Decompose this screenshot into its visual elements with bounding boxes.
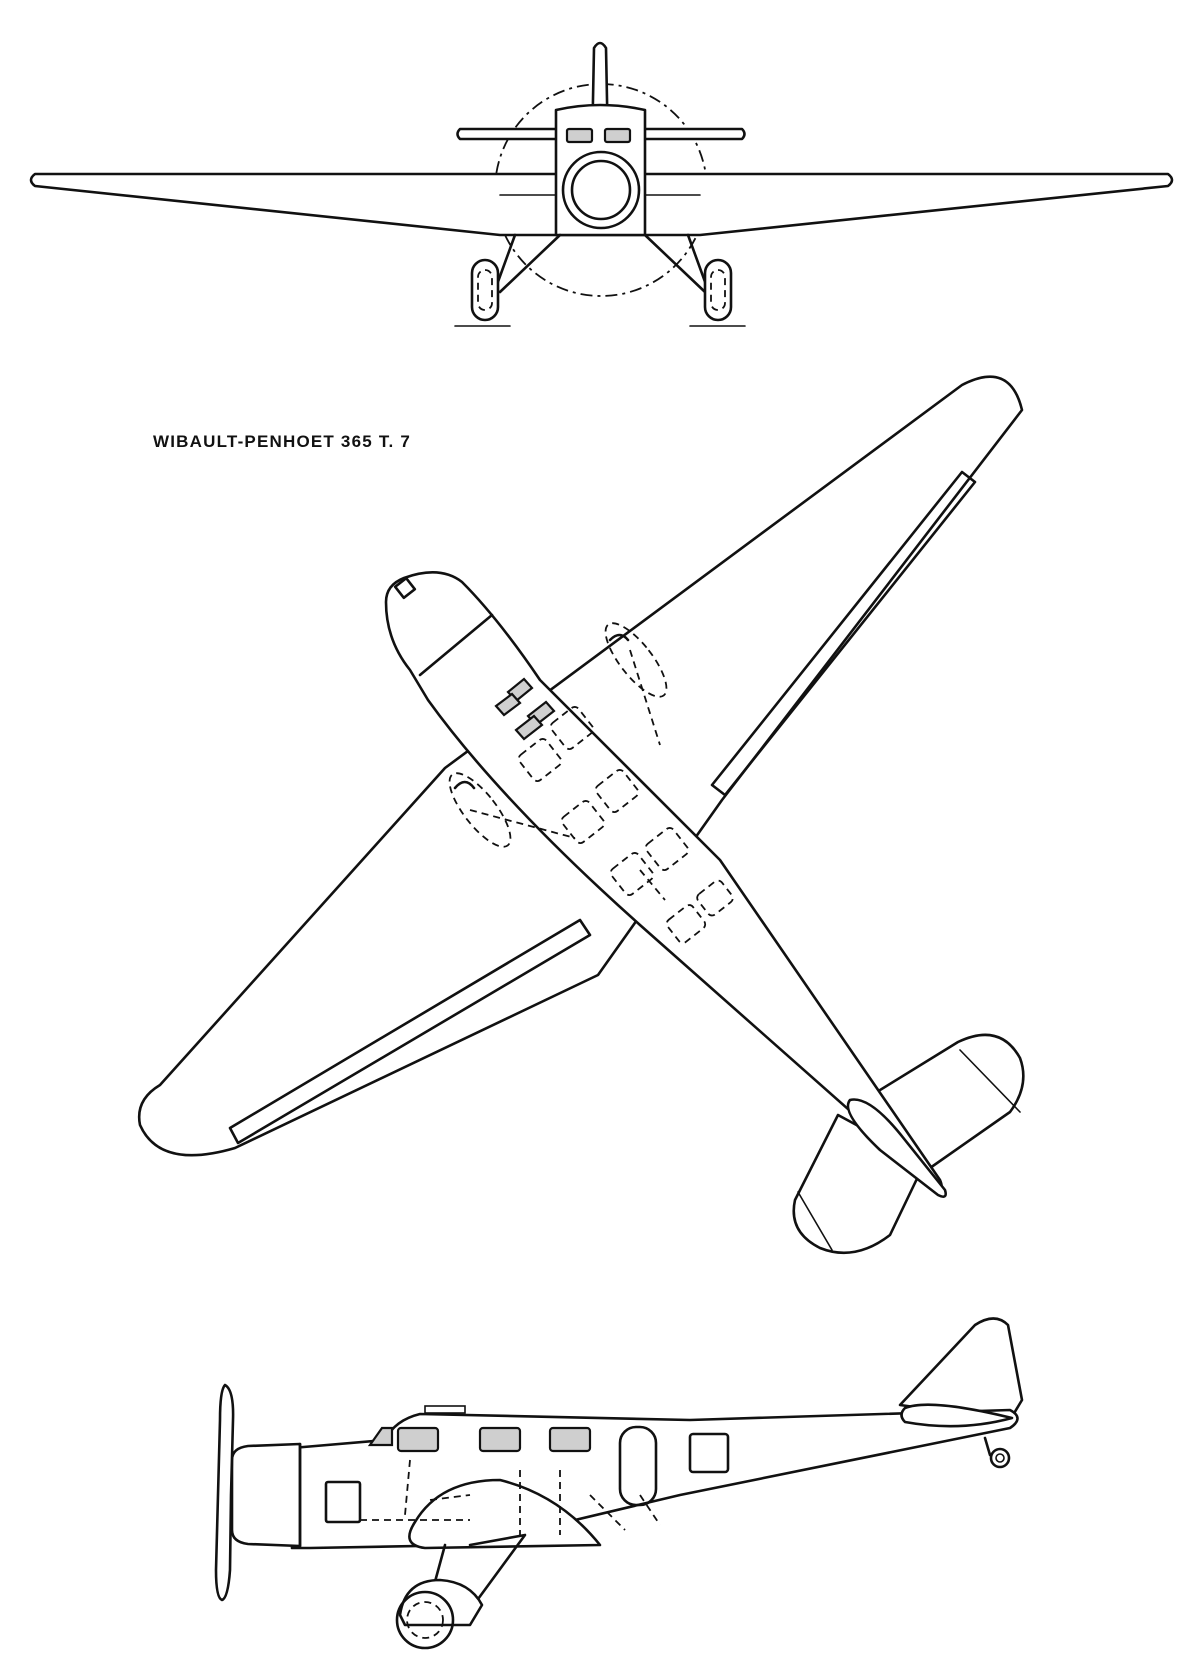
front-gear-struts [493, 233, 710, 294]
side-wheel [395, 1590, 455, 1650]
plan-windscreen-2 [494, 692, 522, 717]
front-windscreen-right [603, 127, 632, 144]
side-fin [898, 1317, 1024, 1422]
side-view [214, 1317, 1024, 1650]
plan-spinner [393, 576, 417, 600]
plan-aileron-left [228, 918, 592, 1145]
side-propeller [214, 1383, 235, 1602]
plan-wheel-left [448, 772, 512, 848]
side-window-2 [548, 1426, 592, 1453]
plan-strut-lines [469, 649, 666, 901]
front-view [29, 41, 1174, 327]
side-cowling [230, 1442, 302, 1548]
side-front-panel [324, 1480, 362, 1524]
plan-elevator-tip-left [797, 1191, 833, 1251]
side-windscreen [367, 1426, 394, 1447]
side-wheel-hub [406, 1601, 444, 1639]
side-tail-strut [983, 1436, 992, 1457]
front-wheel-left [470, 258, 500, 322]
side-door [618, 1425, 658, 1507]
drawing-title: WIBAULT-PENHOET 365 T. 7 [153, 432, 412, 451]
plan-view [137, 375, 1025, 1255]
side-window-cockpit [396, 1426, 440, 1453]
side-window-rear [688, 1432, 730, 1474]
front-windscreen-left [565, 127, 594, 144]
plan-cowling-line [418, 613, 494, 677]
plan-wheel-fairings [453, 633, 630, 790]
front-wheel-left-hub [477, 269, 493, 311]
plan-aileron-right [710, 470, 977, 797]
plan-windscreen-4 [514, 714, 544, 741]
plan-seats [517, 706, 734, 944]
front-cowling-inner [570, 159, 632, 221]
front-cowling-outer [561, 150, 641, 230]
plan-elevator-tip-right [959, 1049, 1021, 1113]
front-wheel-right [703, 258, 733, 322]
plan-wheel-right [604, 622, 668, 698]
side-hatch [424, 1405, 466, 1414]
side-tailplane [900, 1403, 1014, 1428]
side-window-1 [478, 1426, 522, 1453]
side-tail-wheel-hub [995, 1453, 1005, 1463]
side-tail-wheel [989, 1447, 1011, 1469]
side-wheel-fairing [398, 1578, 484, 1627]
plan-fin [846, 1098, 947, 1198]
side-interior-lines [360, 1459, 661, 1535]
front-wheel-right-hub [710, 269, 726, 311]
